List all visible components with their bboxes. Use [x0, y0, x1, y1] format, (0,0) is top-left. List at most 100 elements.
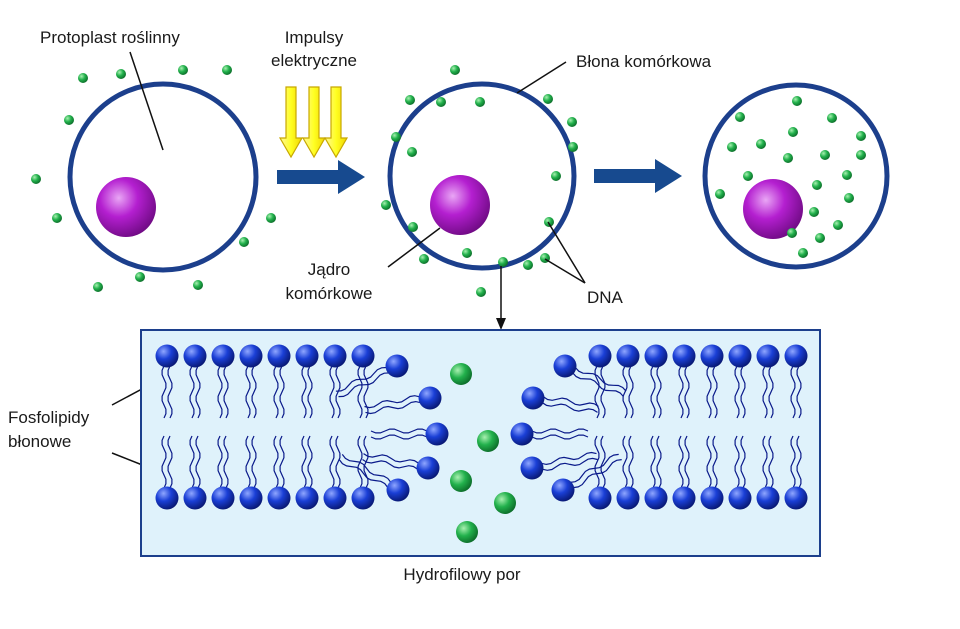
phospholipid-head [183, 486, 207, 510]
dna-molecule [544, 217, 554, 227]
dna-molecule [567, 117, 577, 127]
dna-molecule [792, 96, 802, 106]
lipid-tail [370, 428, 428, 434]
dna-molecule [239, 237, 249, 247]
cell-membrane [702, 82, 890, 270]
phospholipid-head [520, 456, 544, 480]
phospholipid-head [425, 422, 449, 446]
lipid-tail [531, 434, 589, 440]
leader-line-protoplast [129, 51, 164, 151]
dna-molecule [788, 127, 798, 137]
label-impulses: Impulsy [285, 28, 344, 47]
phospholipid-head [588, 344, 612, 368]
lipid-tail [364, 395, 420, 409]
dna-cluster-inside [715, 96, 866, 258]
phospholipid-head [416, 456, 440, 480]
lipid-tail [338, 372, 390, 398]
lipid-tail [273, 435, 279, 489]
lipid-tail [712, 365, 718, 419]
phospholipid-head [756, 344, 780, 368]
lipid-tail [678, 365, 684, 419]
dna-molecule [494, 492, 516, 514]
dna-molecule [727, 142, 737, 152]
label-nucleus: Jądro [308, 260, 351, 279]
lipid-tail [706, 365, 712, 419]
phospholipid-head [183, 344, 207, 368]
phospholipid-head [155, 486, 179, 510]
lipid-tail [335, 435, 341, 489]
lipid-tail [541, 451, 597, 466]
lipid-tail [574, 367, 627, 392]
lipid-tail [161, 435, 167, 489]
lipid-tail [740, 435, 746, 489]
lipid-tail [656, 365, 662, 419]
dna-molecule [381, 200, 391, 210]
lipid-tail [622, 435, 628, 489]
dna-molecule [812, 180, 822, 190]
dna-molecule [827, 113, 837, 123]
impulse-arrow [278, 86, 304, 159]
nucleus [96, 177, 156, 237]
dna-molecule [787, 228, 797, 238]
phospholipid-head [267, 344, 291, 368]
lipid-tail [251, 365, 257, 419]
dna-molecule [405, 95, 415, 105]
leader-line-nucleus [387, 227, 441, 268]
lipid-tail [167, 435, 173, 489]
phospholipid-head [728, 486, 752, 510]
lipid-tail [740, 365, 746, 419]
phospholipid-head [700, 486, 724, 510]
dna-molecule [842, 170, 852, 180]
lipid-tail [600, 435, 606, 489]
lipid-tail [650, 435, 656, 489]
leader-line-dna [544, 258, 586, 284]
lipid-tail [329, 435, 335, 489]
dna-molecule [798, 248, 808, 258]
lipid-tail [161, 365, 167, 419]
lipid-tail [790, 365, 796, 419]
phospholipid-head [553, 354, 577, 378]
dna-molecule [31, 174, 41, 184]
dna-molecule [408, 222, 418, 232]
phospholipid-head [239, 486, 263, 510]
lipid-tail [531, 428, 589, 434]
dna-molecule [833, 220, 843, 230]
phospholipid-head [551, 478, 575, 502]
dna-molecule [193, 280, 203, 290]
dna-molecule [856, 131, 866, 141]
lipid-tail [279, 435, 285, 489]
lipid-tail [594, 435, 600, 489]
lipid-tail [189, 435, 195, 489]
lipid-tail [245, 435, 251, 489]
lipid-tail [335, 365, 341, 419]
dna-molecule [450, 65, 460, 75]
dna-molecule [116, 69, 126, 79]
phospholipid-head [672, 344, 696, 368]
lipid-tail [678, 435, 684, 489]
phospholipid-head [644, 486, 668, 510]
lipid-tail [223, 435, 229, 489]
lipid-tail [279, 365, 285, 419]
lipid-tail [357, 365, 363, 419]
phospholipid-head [728, 344, 752, 368]
phospholipid-head [155, 344, 179, 368]
lipid-tail [301, 435, 307, 489]
dna-molecule [844, 193, 854, 203]
process-arrow [277, 160, 365, 194]
lipid-tail [762, 435, 768, 489]
lipid-tail [573, 459, 622, 489]
lipid-tail [734, 365, 740, 419]
dna-molecule [436, 97, 446, 107]
dna-molecule [78, 73, 88, 83]
phospholipid-head [588, 486, 612, 510]
lipid-tail [335, 366, 387, 392]
label-phospholipids: błonowe [8, 432, 71, 451]
lipid-tail [307, 365, 313, 419]
lipid-tail [542, 402, 598, 413]
cell-membrane [67, 81, 259, 273]
lipid-tail [329, 365, 335, 419]
label-pore: Hydrofilowy por [403, 565, 520, 584]
lipid-tail [684, 435, 690, 489]
process-arrow [594, 159, 682, 193]
